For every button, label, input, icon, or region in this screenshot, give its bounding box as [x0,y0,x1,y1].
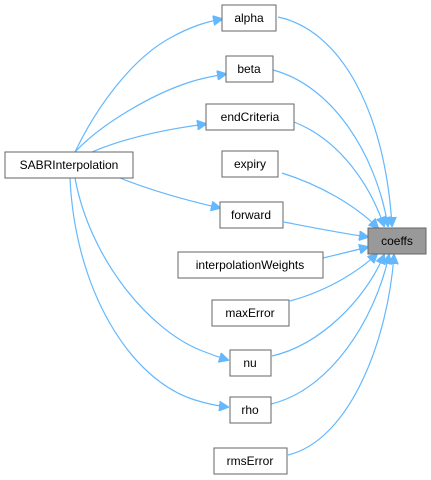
node-alpha[interactable]: alpha [221,4,277,32]
node-interpolationweights[interactable]: interpolationWeights [177,251,324,279]
node-nu[interactable]: nu [229,349,272,377]
edge-sabr-to-nu [74,177,228,360]
edge-endcriteria-to-coeffs [293,121,384,226]
node-maxerror-label: maxError [225,306,274,320]
node-endcriteria[interactable]: endCriteria [205,103,295,131]
node-rho[interactable]: rho [229,396,272,424]
edge-sabr-to-forward [119,177,220,208]
edge-alpha-to-coeffs [277,16,392,226]
edge-forward-to-coeffs [283,221,368,237]
node-beta[interactable]: beta [225,55,274,83]
edge-rho-to-coeffs [270,255,389,405]
node-coeffs[interactable]: coeffs [367,227,427,255]
node-interpolationweights-label: interpolationWeights [196,258,305,272]
node-forward[interactable]: forward [219,201,284,229]
node-maxerror[interactable]: maxError [211,299,290,327]
edge-sabr-to-beta [74,74,226,153]
node-sabrinterpolation-label: SABRInterpolation [20,158,119,172]
edge-nu-to-coeffs [271,255,384,357]
edge-rmserror-to-coeffs [287,255,394,456]
edge-maxerror-to-coeffs [289,254,377,302]
node-forward-label: forward [231,208,271,222]
node-rmserror-label: rmsError [227,454,274,468]
node-coeffs-label: coeffs [381,234,413,248]
node-nu-label: nu [243,356,256,370]
node-rho-label: rho [241,403,259,417]
node-expiry-label: expiry [234,157,266,171]
edge-interpweights-to-coeffs [322,247,368,259]
edge-beta-to-coeffs [272,69,388,226]
node-rmserror[interactable]: rmsError [213,447,288,475]
edge-sabr-to-rho [69,177,228,407]
node-alpha-label: alpha [234,11,264,25]
edge-sabr-to-alpha [74,19,222,153]
edge-sabr-to-endcriteria [91,124,206,153]
node-expiry[interactable]: expiry [221,150,279,178]
edge-expiry-to-coeffs [281,172,378,228]
node-endcriteria-label: endCriteria [221,110,280,124]
node-sabrinterpolation[interactable]: SABRInterpolation [4,151,134,179]
node-beta-label: beta [237,62,261,76]
